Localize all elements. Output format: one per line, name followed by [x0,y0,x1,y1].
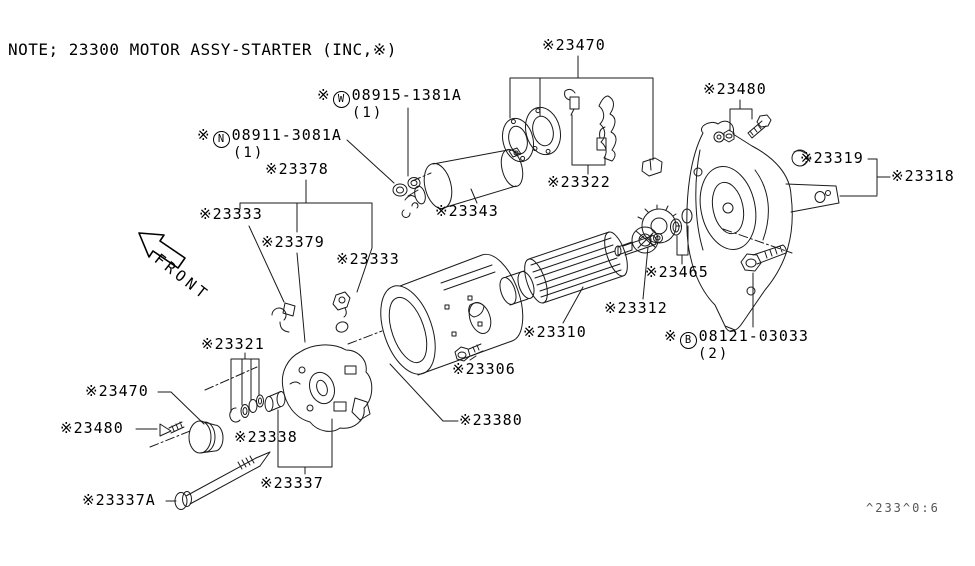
label-23310: ※23310 [523,323,587,341]
label-23470-left: ※23470 [85,382,149,400]
solenoid-23343-drawing [401,147,524,218]
leader-lines [135,55,891,502]
label-23480-top: ※23480 [703,80,767,98]
marker: ※ [317,86,331,104]
through-bolt-drawing [174,451,271,510]
label-23465: ※23465 [645,263,709,281]
label-23333-left: ※23333 [199,205,263,223]
armature-drawing [499,231,663,306]
label-23343: ※23343 [435,202,499,220]
pinion-gear-drawing [614,204,693,257]
circled-w: W [332,91,350,108]
front-arrow [138,232,186,269]
washer-nut-drawing [392,177,421,197]
corner-fiche-code: ^233^0:6 [866,501,940,515]
qty-08121-03033: (2) [698,346,730,362]
code: 08911-3081A [231,126,342,144]
marker: ※ [197,126,211,144]
thrust-washers-drawing [229,391,286,423]
housing-bolts-drawing [723,114,772,143]
label-23312: ※23312 [604,299,668,317]
label-23321: ※23321 [201,335,265,353]
diagram-title: NOTE; 23300 MOTOR ASSY-STARTER (INC,※) [8,40,397,59]
screw-23306-drawing [454,343,484,362]
gear-housing-drawing [686,120,840,332]
circled-b: B [679,332,697,349]
label-23379: ※23379 [261,233,325,251]
code: 08121-03033 [698,327,809,345]
brush-pieces-drawing [271,291,351,333]
marker: ※ [664,327,678,345]
cap-23319-drawing [791,149,809,167]
label-23337: ※23337 [260,474,324,492]
mounting-bolt-drawing [740,244,787,272]
qty-08911-3081A: (1) [233,145,265,161]
yoke-housing-drawing [380,253,524,376]
label-23322: ※23322 [547,173,611,191]
circled-n: N [212,131,230,148]
rear-cap-drawing [159,420,224,454]
code: 08915-1381A [351,86,462,104]
brush-set-drawing [564,88,663,177]
label-23338: ※23338 [234,428,298,446]
label-23318: ※23318 [891,167,955,185]
label-23333-right: ※23333 [336,250,400,268]
gasket-rings-drawing [502,106,561,163]
label-23378: ※23378 [265,160,329,178]
label-23380: ※23380 [459,411,523,429]
label-23306: ※23306 [452,360,516,378]
label-23480-left: ※23480 [60,419,124,437]
label-23337a: ※23337A [82,491,156,509]
label-23470-top: ※23470 [542,36,606,54]
qty-08915-1381A: (1) [352,105,384,121]
label-23319: ※23319 [800,149,864,167]
brush-holder-drawing [281,344,373,432]
